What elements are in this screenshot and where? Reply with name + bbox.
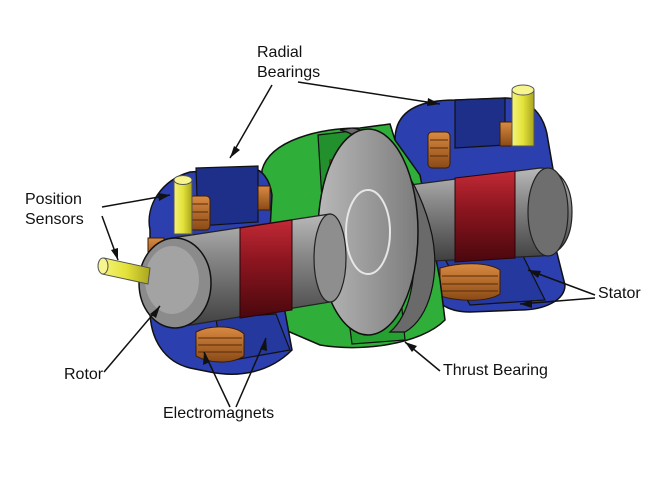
arrowhead-rotor [150, 306, 160, 318]
label-position-sensors-line2: Sensors [25, 211, 84, 228]
arrowhead-sensor-vertical [158, 193, 170, 201]
rotor-end-face [138, 237, 212, 329]
label-rotor: Rotor [64, 366, 104, 383]
right-upper-coil [427, 121, 515, 169]
right-position-sensor [511, 84, 535, 147]
label-radial-bearings-line1: Radial [257, 44, 303, 61]
arrowhead-stator-lower [520, 300, 532, 308]
label-stator: Stator [598, 285, 641, 302]
leader-radial-right [297, 81, 441, 105]
arrowhead-stator-upper [528, 270, 541, 278]
arrowhead-electromagnets-right [260, 338, 267, 351]
leader-electromagnets-right [235, 337, 267, 408]
arrowhead-radial-right [427, 98, 440, 106]
leader-stator-lower [519, 297, 596, 305]
label-thrust-bearing: Thrust Bearing [443, 362, 548, 379]
label-radial-bearings-line2: Bearings [257, 64, 321, 81]
leader-rotor [103, 305, 161, 373]
label-electromagnets: Electromagnets [163, 405, 275, 422]
arrowhead-radial-left [230, 146, 240, 158]
rotor-shaft-right [409, 167, 573, 263]
left-position-sensor-horizontal [97, 257, 151, 285]
right-lower-coil [439, 263, 501, 301]
rotor-shaft-left [171, 213, 347, 329]
label-position-sensors: Position Sensors [25, 190, 84, 230]
label-position-sensors-line1: Position [25, 191, 82, 208]
arrowhead-thrust [405, 342, 417, 352]
arrowhead-electromagnets-left [203, 352, 210, 365]
label-radial-bearings: Radial Bearings [257, 43, 320, 83]
left-position-sensor-vertical [173, 175, 193, 235]
arrowheads [111, 98, 541, 365]
arrowhead-sensor-horizontal [111, 248, 118, 260]
leader-radial-left [229, 84, 273, 159]
left-lower-coil [195, 326, 245, 363]
